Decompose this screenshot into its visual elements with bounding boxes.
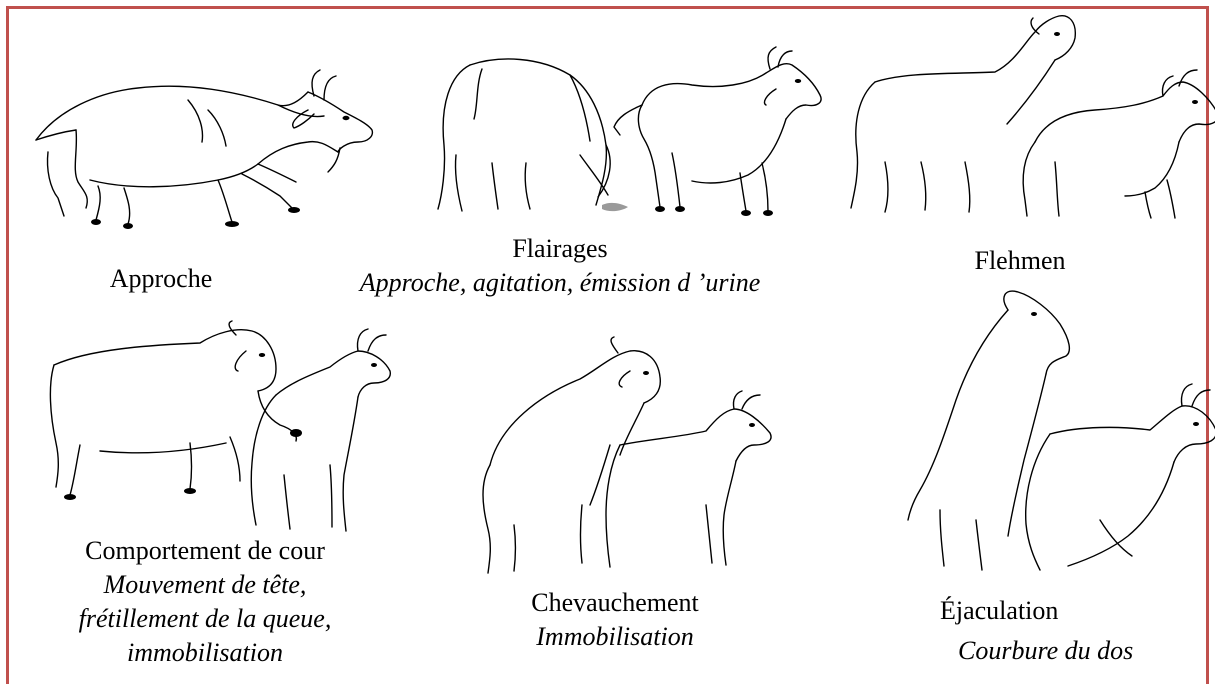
panel-subtitle-cour-1: Mouvement de tête, [20,568,390,602]
caption-cour: Comportement de cour Mouvement de tête, … [20,534,390,670]
caption-flehmen: Flehmen [935,244,1105,278]
caption-flairages: Flairages Approche, agitation, émission … [300,232,820,300]
goats-ejaculation-illustration [900,290,1215,580]
caption-ejaculation: Éjaculation Courbure du dos [940,594,1160,668]
caption-approche: Approche [76,262,246,296]
goats-mounting-illustration [470,345,785,580]
panel-subtitle-chevauchement: Immobilisation [500,620,730,654]
caption-chevauchement: Chevauchement Immobilisation [500,586,730,654]
panel-title-approche: Approche [76,262,246,296]
panel-title-flairages: Flairages [300,232,820,266]
panel-title-cour: Comportement de cour [20,534,390,568]
panel-subtitle-cour-2: frétillement de la queue, [20,602,390,636]
panel-subtitle-ejaculation: Courbure du dos [958,634,1160,668]
panel-title-chevauchement: Chevauchement [500,586,730,620]
panel-title-flehmen: Flehmen [935,244,1105,278]
panel-subtitle-cour-3: immobilisation [20,636,390,670]
panel-title-ejaculation: Éjaculation [940,594,1160,628]
goats-courtship-illustration [40,325,400,540]
goat-approach-illustration [28,70,378,230]
panel-subtitle-flairages: Approche, agitation, émission d ’urine [300,266,820,300]
goats-flehmen-illustration [845,12,1215,222]
goats-sniffing-illustration [430,45,825,220]
